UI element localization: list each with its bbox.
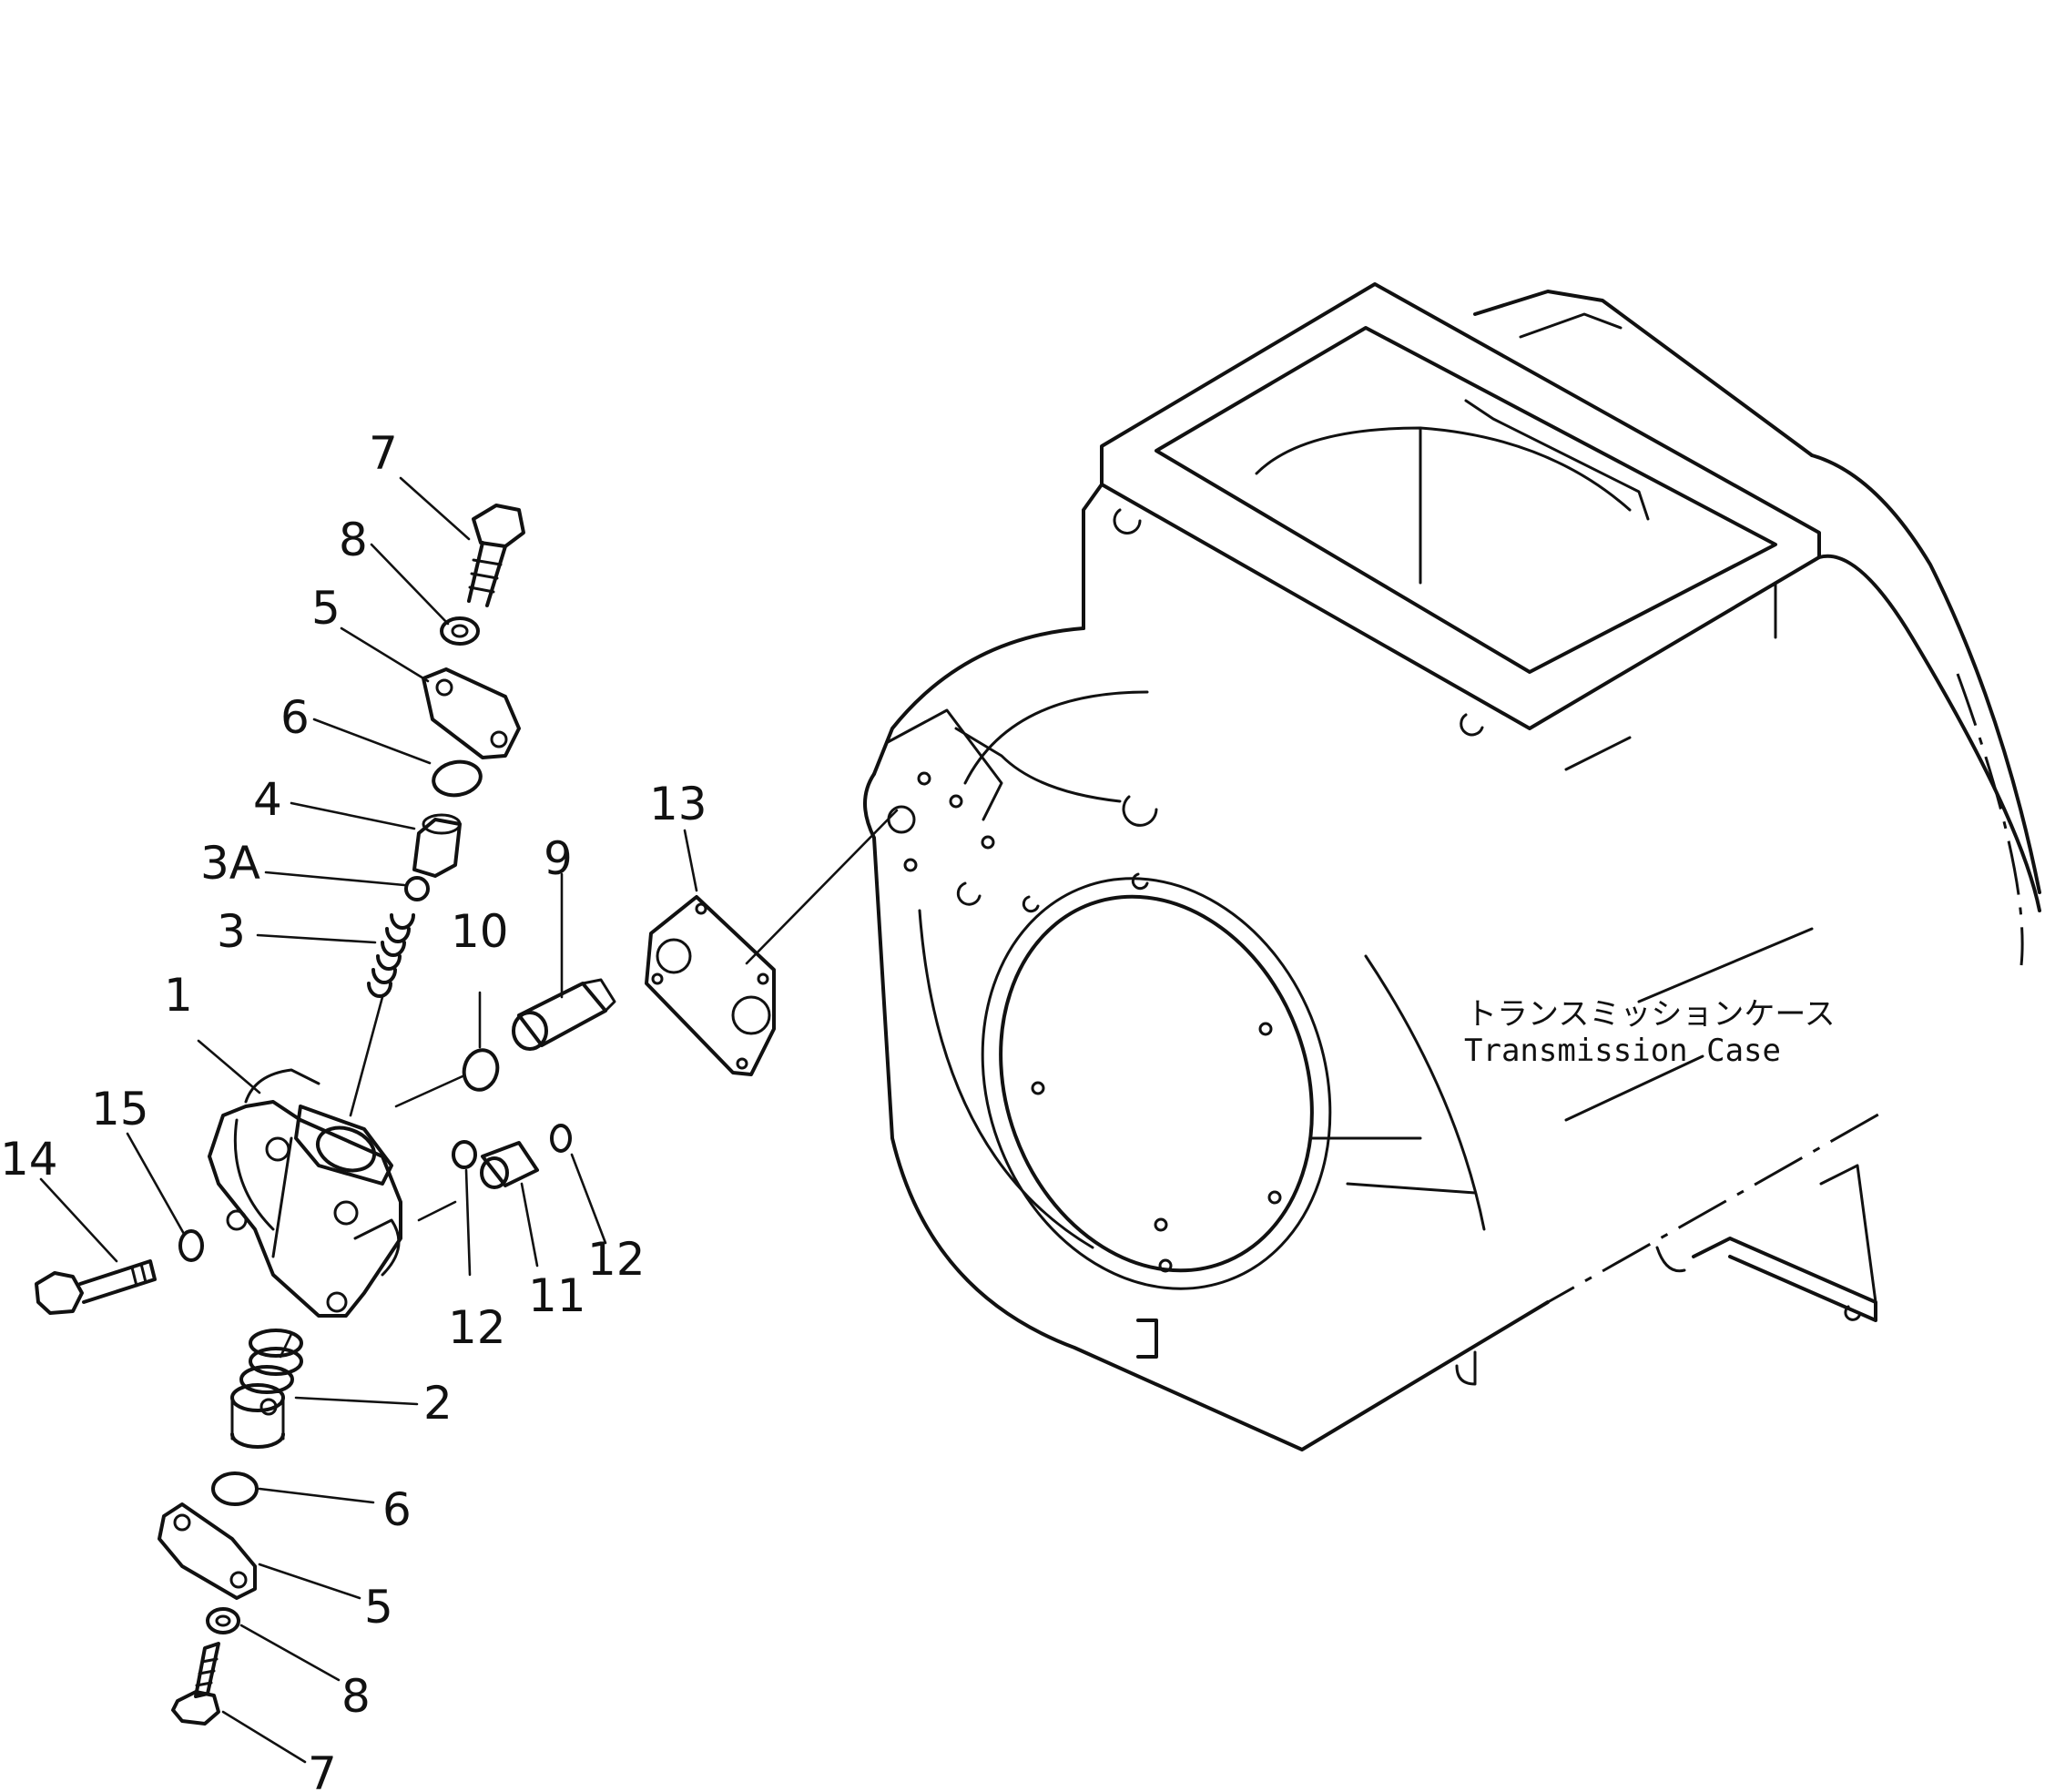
upper-o-ring-6: [432, 759, 483, 798]
lower-cover-5: [158, 1502, 257, 1600]
spool-2: [230, 1329, 303, 1449]
spring-3: [367, 913, 415, 998]
washer-15: [178, 1229, 204, 1262]
callout-11: 11: [528, 1269, 586, 1322]
callout-6-bottom: 6: [382, 1483, 412, 1536]
lower-o-ring-6: [211, 1471, 259, 1506]
callout-13: 13: [649, 778, 707, 830]
callout-6-top: 6: [280, 691, 310, 744]
callout-5-bottom: 5: [364, 1581, 393, 1634]
gasket-13: [645, 895, 776, 1076]
callout-leaders: [39, 476, 698, 1764]
case-label-english: Transmission Case: [1464, 1033, 1781, 1069]
upper-washer-8: [440, 616, 480, 646]
plug-4: [412, 813, 462, 878]
upper-bolt-7: [467, 504, 525, 607]
bolt-14: [35, 1259, 157, 1315]
lower-bolt-7: [171, 1642, 220, 1726]
case-label: トランスミッションケース Transmission Case: [1464, 996, 1836, 1069]
callout-3a: 3A: [200, 837, 260, 890]
pin-9: [512, 978, 616, 1051]
assembly-lines: [279, 809, 899, 1359]
o-ring-12-left: [452, 1140, 477, 1169]
callout-8-top: 8: [339, 514, 368, 566]
callout-15: 15: [91, 1083, 149, 1135]
callout-12-right: 12: [587, 1233, 646, 1286]
case-label-japanese: トランスミッションケース: [1466, 996, 1836, 1033]
plug-11: [480, 1141, 539, 1189]
callout-3: 3: [217, 905, 246, 958]
callout-9: 9: [544, 832, 573, 885]
callout-12-left: 12: [448, 1301, 506, 1354]
transmission-case: [863, 282, 2041, 1451]
callout-14: 14: [0, 1133, 58, 1186]
callouts: 7 8 5 6 4 3A 3 10 9 13 1 15 14 12 11 12 …: [0, 427, 707, 1792]
callout-8-bottom: 8: [341, 1670, 371, 1723]
upper-cover-5: [422, 667, 521, 759]
o-ring-10: [462, 1048, 500, 1092]
callout-10: 10: [451, 905, 509, 958]
callout-4: 4: [253, 773, 282, 826]
callout-7-top: 7: [369, 427, 398, 480]
callout-5-top: 5: [311, 582, 341, 635]
valve-body: [208, 1068, 402, 1318]
callout-2: 2: [423, 1377, 453, 1430]
ball-3a: [404, 876, 430, 901]
callout-1: 1: [164, 969, 193, 1022]
lower-washer-8: [206, 1607, 240, 1634]
callout-7-bottom: 7: [308, 1747, 337, 1792]
o-ring-12-right: [550, 1124, 572, 1153]
